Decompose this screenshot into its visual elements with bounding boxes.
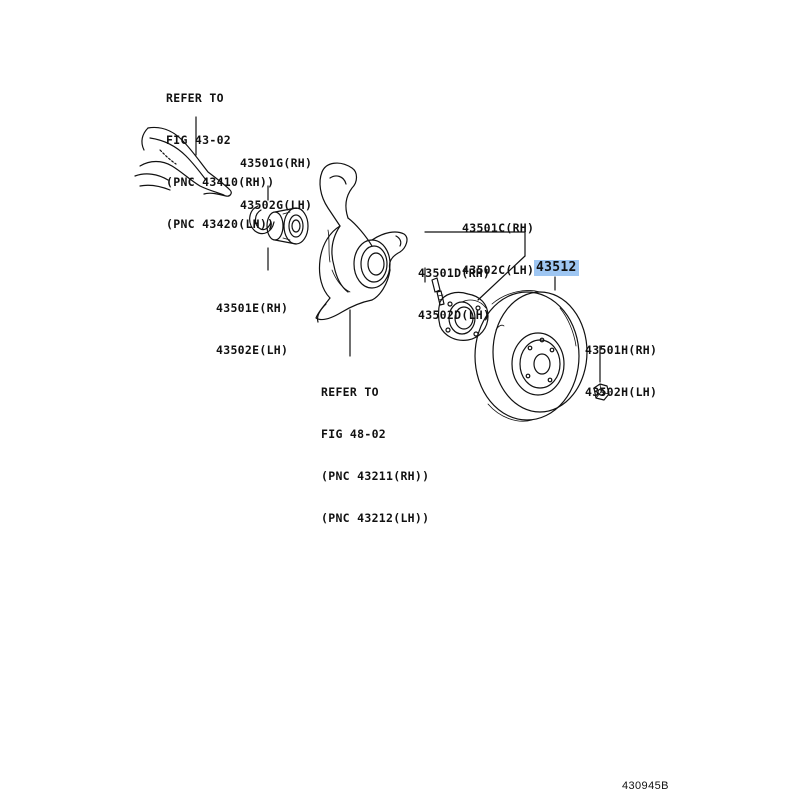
part-number-lh: 43502H(LH) bbox=[585, 385, 658, 399]
label-bearing-g[interactable]: 43501G(RH) 43502G(LH) bbox=[240, 128, 312, 226]
refer-line-3: (PNC 43410(RH)) bbox=[166, 175, 275, 189]
part-number-lh: 43502G(LH) bbox=[240, 198, 313, 212]
refer-line-2: FIG 43-02 bbox=[166, 133, 232, 147]
refer-line-4: (PNC 43212(LH)) bbox=[321, 511, 430, 525]
label-nut-h[interactable]: 43501H(RH) 43502H(LH) bbox=[585, 315, 657, 413]
refer-line-4: (PNC 43420(LH)) bbox=[166, 217, 275, 231]
reference-note-fig-48-02: REFER TO FIG 48-02 (PNC 43211(RH)) (PNC … bbox=[321, 357, 429, 539]
label-bearing-e[interactable]: 43501E(RH) 43502E(LH) bbox=[216, 273, 288, 371]
label-brake-rotor[interactable]: 43512 bbox=[534, 260, 579, 276]
part-number-rh: 43501C(RH) bbox=[462, 221, 535, 235]
brake-rotor-icon bbox=[474, 290, 588, 422]
part-number-rh: 43501E(RH) bbox=[216, 301, 289, 315]
part-number-rh: 43501G(RH) bbox=[240, 156, 313, 170]
refer-line-1: REFER TO bbox=[321, 385, 379, 399]
part-number-lh: 43502C(LH) bbox=[462, 263, 535, 277]
part-number-lh: 43502E(LH) bbox=[216, 343, 289, 357]
refer-line-2: FIG 48-02 bbox=[321, 427, 387, 441]
snap-ring-icon bbox=[249, 205, 275, 235]
part-number-rh: 43501D(RH) bbox=[418, 266, 491, 280]
pointing-hand-icon bbox=[134, 126, 232, 197]
label-bolt-d[interactable]: 43501D(RH) 43502D(LH) bbox=[418, 238, 490, 336]
leader-line bbox=[477, 255, 526, 301]
part-number-rh: 43501H(RH) bbox=[585, 343, 658, 357]
hub-nut-icon bbox=[593, 383, 610, 401]
steering-knuckle-icon bbox=[315, 162, 408, 323]
label-hub-c[interactable]: 43501C(RH) 43502C(LH) bbox=[462, 193, 534, 291]
figure-reference-code: 430945B bbox=[622, 780, 669, 792]
refer-line-1: REFER TO bbox=[166, 91, 224, 105]
wheel-hub-icon bbox=[437, 291, 489, 341]
part-number-lh: 43502D(LH) bbox=[418, 308, 491, 322]
wheel-bearing-icon bbox=[266, 207, 309, 245]
reference-note-fig-43-02: REFER TO FIG 43-02 (PNC 43410(RH)) (PNC … bbox=[166, 63, 274, 245]
refer-line-3: (PNC 43211(RH)) bbox=[321, 469, 430, 483]
